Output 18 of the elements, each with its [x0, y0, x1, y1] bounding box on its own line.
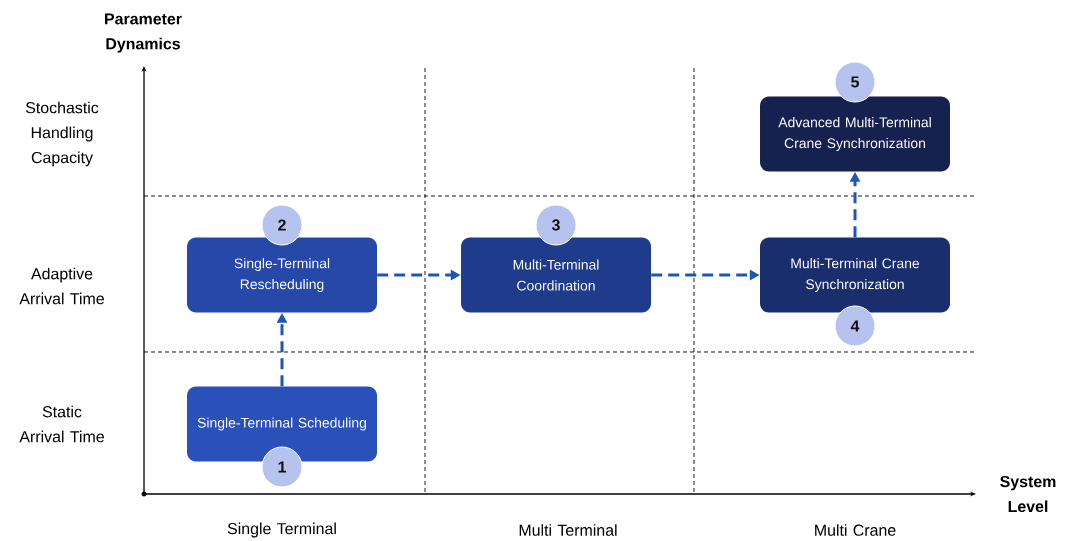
process-box: Single-Terminal Scheduling [187, 386, 377, 462]
process-box: Multi-Terminal Coordination [461, 237, 651, 313]
axis-title: System Level [1000, 475, 1056, 513]
process-box: Multi-Terminal Crane Synchronization [760, 237, 950, 313]
axis-label: Multi Terminal [519, 524, 617, 536]
axis-label: Static Arrival Time [19, 405, 104, 443]
axis-label: Stochastic Handling Capacity [25, 101, 99, 167]
process-box: Single-Terminal Rescheduling [187, 237, 377, 313]
step-number: 5 [834, 61, 876, 103]
step-number: 1 [261, 446, 303, 488]
axis-title: Parameter Dynamics [105, 13, 182, 53]
axis-label: Adaptive Arrival Time [19, 267, 104, 305]
step-number: 4 [834, 305, 876, 347]
axis-label: Multi Crane [815, 524, 896, 536]
step-number: 3 [535, 204, 577, 246]
process-box: Advanced Multi-Terminal Crane Synchronization [760, 96, 950, 172]
step-number: 2 [261, 204, 303, 246]
axis-label: Single Terminal [227, 522, 336, 538]
